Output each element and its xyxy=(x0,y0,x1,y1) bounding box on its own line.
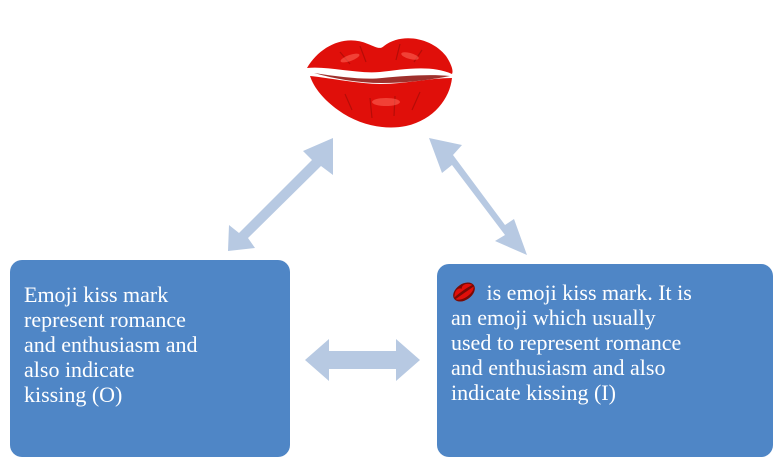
box-right-line: is emoji kiss mark. It is xyxy=(481,280,692,305)
box-right-first-line: is emoji kiss mark. It is xyxy=(451,280,765,305)
kiss-mark-emoji-icon xyxy=(453,282,475,302)
box-right-line: an emoji which usually xyxy=(451,305,656,330)
box-right-line: indicate kissing (I) xyxy=(451,380,616,405)
double-arrow-lips-right xyxy=(429,138,527,255)
box-left-line: represent romance xyxy=(24,307,186,332)
box-left-line: kissing (O) xyxy=(24,382,123,407)
box-right-meaning-i: is emoji kiss mark. It is an emoji which… xyxy=(437,264,773,457)
double-arrow-horizontal xyxy=(305,339,420,381)
box-left-meaning-o: Emoji kiss mark represent romance and en… xyxy=(10,260,290,457)
box-right-line: and enthusiasm and also xyxy=(451,355,666,380)
box-left-line: Emoji kiss mark xyxy=(24,282,169,307)
box-left-line: and enthusiasm and xyxy=(24,332,198,357)
box-right-line: used to represent romance xyxy=(451,330,682,355)
box-left-line: also indicate xyxy=(24,357,135,382)
double-arrow-lips-left xyxy=(228,138,333,251)
